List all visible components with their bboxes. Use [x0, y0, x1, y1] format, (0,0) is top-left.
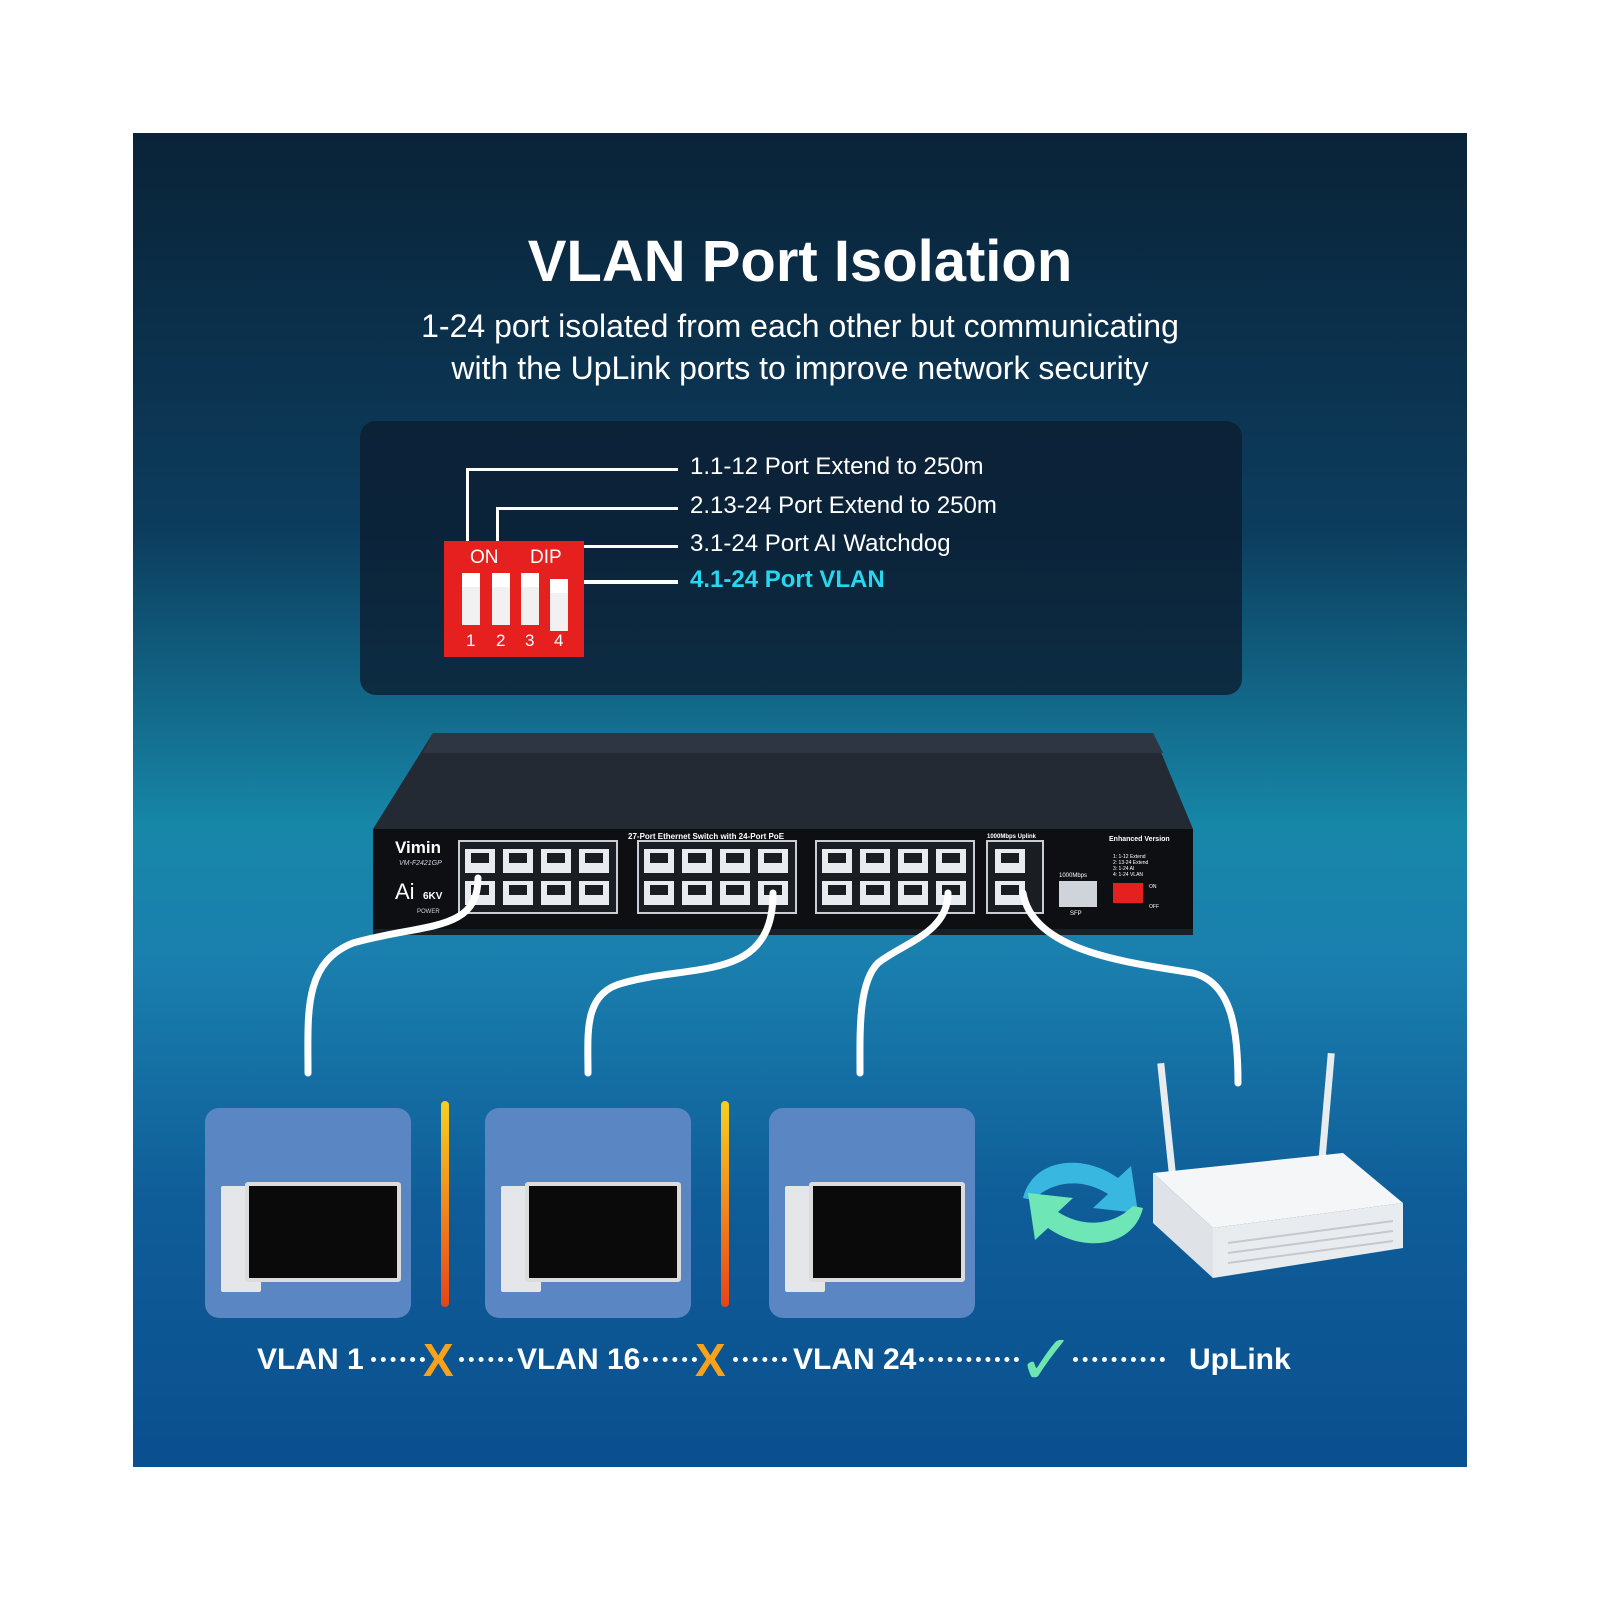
connector-line-4 — [560, 580, 678, 584]
isolated-cross-1: X — [423, 1334, 454, 1386]
connector-line-1 — [466, 468, 678, 471]
monitor-icon — [809, 1182, 965, 1282]
vlan-24-label: VLAN 24 — [793, 1343, 917, 1376]
dip-number-2: 2 — [496, 631, 506, 650]
connector-line-3 — [525, 545, 678, 548]
dip-option-3: 3.1-24 Port AI Watchdog — [690, 530, 951, 557]
dip-toggle-2 — [492, 573, 510, 625]
connector-line-1-vertical — [466, 468, 469, 568]
dotted-connector-3 — [643, 1357, 697, 1366]
monitor-icon — [525, 1182, 681, 1282]
device-brand: Vimin — [395, 838, 441, 857]
dip-switch-graphic: ON DIP 1 2 3 4 — [444, 541, 584, 657]
device-power-label: POWER — [417, 909, 440, 915]
dotted-connector-6 — [1073, 1357, 1165, 1366]
page-title: VLAN Port Isolation — [527, 229, 1073, 294]
device-sfp-label: SFP — [1070, 911, 1082, 917]
dip-toggle-1 — [462, 573, 480, 625]
isolation-divider-2 — [721, 1101, 729, 1307]
device-mini-off: OFF — [1149, 904, 1159, 910]
device-mini-dip-1: 1: 1-12 Extend — [1113, 854, 1146, 860]
subtitle-line-2: with the UpLink ports to improve network… — [451, 350, 1149, 386]
device-front-text: 27-Port Ethernet Switch with 24-Port PoE — [628, 832, 785, 841]
dip-option-1: 1.1-12 Port Extend to 250m — [690, 453, 984, 480]
isolated-cross-2: X — [695, 1334, 726, 1386]
dip-number-4: 4 — [554, 631, 564, 650]
dip-option-4-highlighted: 4.1-24 Port VLAN — [690, 566, 885, 593]
dip-dip-label: DIP — [530, 547, 562, 568]
device-ai-label: Ai — [395, 879, 415, 904]
dip-toggle-4 — [550, 579, 568, 631]
sync-arrows-icon — [1023, 1162, 1143, 1244]
router-image — [1153, 1053, 1403, 1278]
dip-toggle-3 — [521, 573, 539, 625]
connector-line-2-vertical — [496, 507, 499, 569]
vlan-16-label: VLAN 16 — [517, 1343, 641, 1376]
connector-line-2 — [496, 507, 678, 510]
vlan-16-computer-card — [485, 1108, 691, 1318]
device-sfp-speed: 1000Mbps — [1059, 873, 1087, 879]
subtitle: 1-24 port isolated from each other but c… — [133, 305, 1467, 389]
dotted-connector-2 — [459, 1357, 513, 1366]
dotted-connector-4 — [733, 1357, 787, 1366]
device-enhanced-label: Enhanced Version — [1109, 836, 1170, 843]
dip-option-2: 2.13-24 Port Extend to 250m — [690, 492, 997, 519]
subtitle-line-1: 1-24 port isolated from each other but c… — [421, 308, 1179, 344]
vlan-1-computer-card — [205, 1108, 411, 1318]
device-uplink-text: 1000Mbps Uplink — [987, 834, 1037, 840]
dip-switch-legend: 1.1-12 Port Extend to 250m 2.13-24 Port … — [360, 421, 1242, 695]
connected-check: ✓ — [1017, 1321, 1076, 1399]
dip-on-label: ON — [470, 547, 499, 568]
uplink-label: UpLink — [1189, 1343, 1291, 1376]
isolation-divider-1 — [441, 1101, 449, 1307]
infographic-panel: VLAN Port Isolation 1-24 port isolated f… — [133, 133, 1467, 1467]
dip-number-1: 1 — [466, 631, 476, 650]
device-mini-dip-3: 3: 1-24 AI — [1113, 866, 1134, 872]
device-mini-dip-4: 4: 1-24 VLAN — [1113, 872, 1143, 878]
device-model: VM-F2421GP — [399, 860, 442, 867]
ethernet-cables — [304, 874, 1242, 1087]
device-kv-label: 6KV — [423, 891, 443, 902]
dip-number-3: 3 — [525, 631, 535, 650]
monitor-icon — [245, 1182, 401, 1282]
device-mini-dip-2: 2: 13-24 Extend — [1113, 860, 1149, 866]
device-mini-on: ON — [1149, 884, 1157, 890]
dotted-connector-1 — [371, 1357, 425, 1366]
vlan-24-computer-card — [769, 1108, 975, 1318]
vlan-1-label: VLAN 1 — [257, 1343, 364, 1376]
dotted-connector-5 — [919, 1357, 1019, 1366]
